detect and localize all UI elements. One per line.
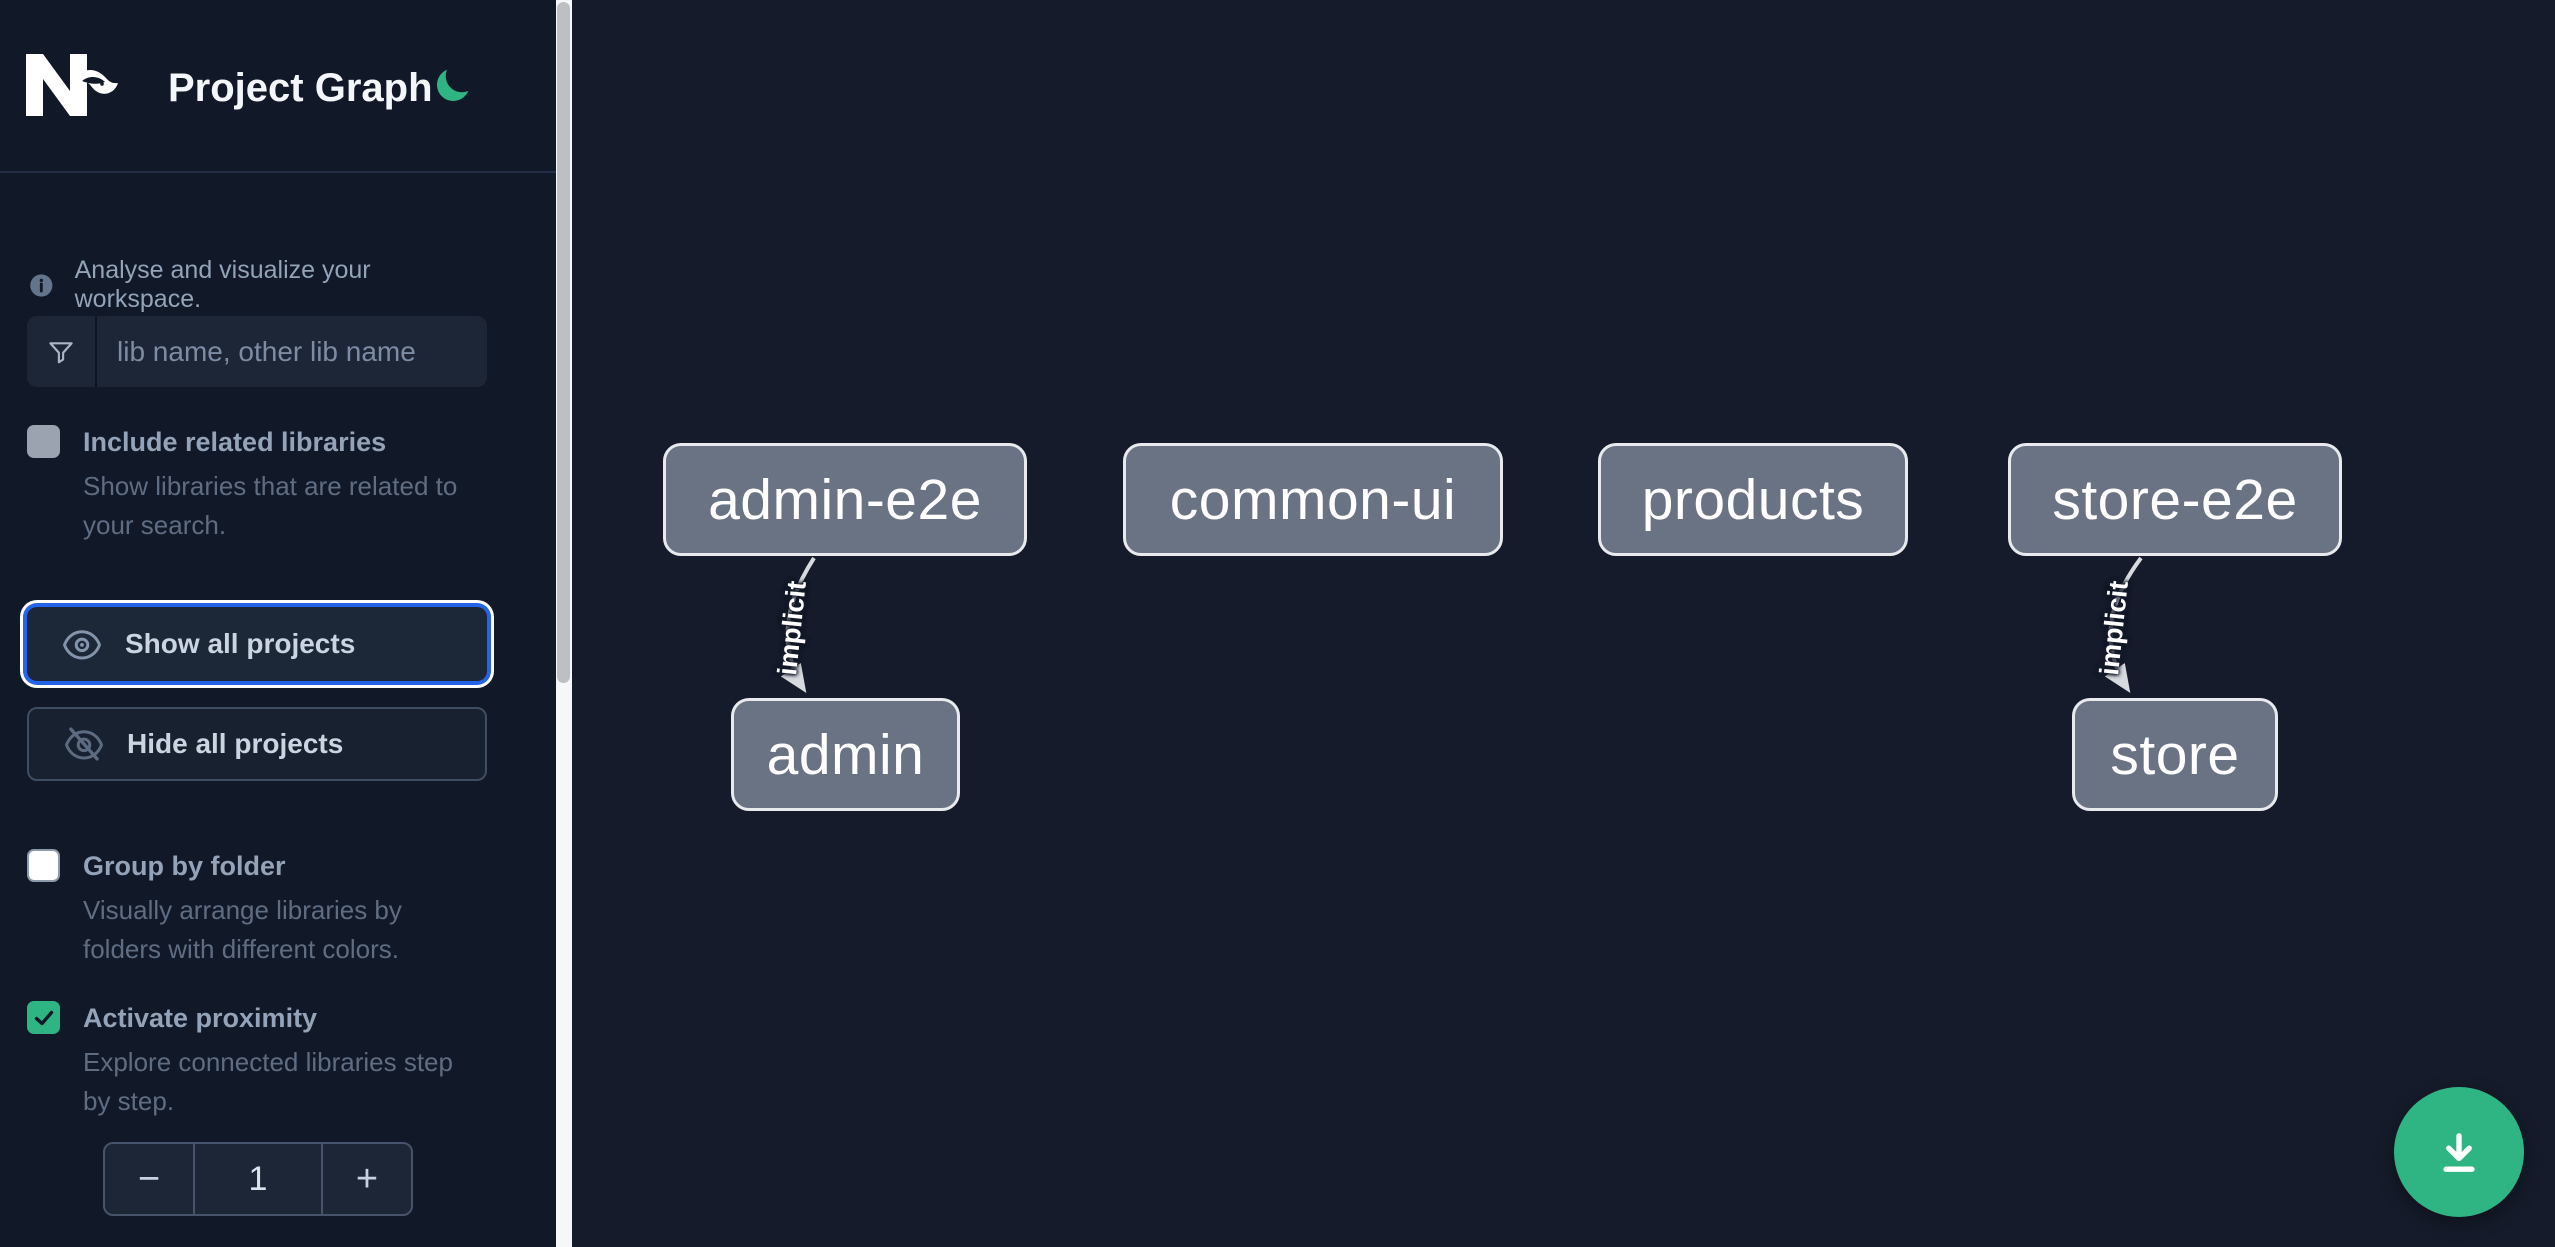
sidebar-header: Project Graph	[0, 0, 556, 173]
increment-button[interactable]: +	[321, 1144, 411, 1214]
decrement-button[interactable]: −	[105, 1144, 195, 1214]
option-activate-proximity: Activate proximity Explore connected lib…	[27, 1000, 497, 1121]
graph-node-store-e2e[interactable]: store-e2e	[2008, 443, 2342, 556]
filter-icon-cell	[27, 316, 97, 387]
page-title: Project Graph	[168, 66, 433, 110]
graph-node-admin-e2e[interactable]: admin-e2e	[663, 443, 1027, 556]
sidebar: Project Graph Analyse and visualize your…	[0, 0, 556, 1247]
search-box	[27, 316, 487, 387]
show-all-projects-button[interactable]: Show all projects	[27, 607, 487, 681]
graph-node-products[interactable]: products	[1598, 443, 1908, 556]
include-related-checkbox[interactable]	[27, 425, 60, 458]
info-icon	[30, 273, 53, 297]
moon-icon	[437, 69, 469, 101]
nx-logo	[26, 54, 118, 121]
proximity-depth-value: 1	[248, 1159, 268, 1198]
group-by-folder-label: Group by folder	[83, 851, 286, 881]
hide-all-projects-label: Hide all projects	[127, 728, 344, 759]
search-input[interactable]	[97, 316, 487, 387]
include-related-label: Include related libraries	[83, 427, 387, 457]
eye-icon	[61, 623, 103, 665]
theme-toggle-button[interactable]	[432, 66, 472, 106]
download-icon	[2443, 1133, 2475, 1172]
edge-store-e2e-to-store[interactable]	[2104, 556, 2143, 693]
tagline-text: Analyse and visualize your workspace.	[74, 256, 371, 313]
group-by-folder-description: Visually arrange libraries by folders wi…	[83, 895, 402, 964]
graph-node-admin[interactable]: admin	[731, 698, 960, 811]
proximity-depth-stepper: − 1 +	[103, 1142, 413, 1216]
eye-slash-icon	[63, 723, 105, 765]
option-include-related: Include related libraries Show libraries…	[27, 424, 497, 545]
activate-proximity-checkbox[interactable]	[27, 1001, 60, 1034]
activate-proximity-label: Activate proximity	[83, 1003, 318, 1033]
hide-all-projects-button[interactable]: Hide all projects	[27, 707, 487, 781]
group-by-folder-checkbox[interactable]	[27, 849, 60, 882]
graph-node-store[interactable]: store	[2072, 698, 2278, 811]
download-graph-button[interactable]	[2394, 1087, 2524, 1217]
sidebar-scrollbar-thumb[interactable]	[557, 2, 570, 683]
graph-node-common-ui[interactable]: common-ui	[1123, 443, 1503, 556]
activate-proximity-description: Explore connected libraries step by step…	[83, 1047, 453, 1116]
edge-admin-e2e-to-admin[interactable]	[780, 556, 816, 693]
show-all-projects-label: Show all projects	[125, 628, 356, 659]
graph-canvas[interactable]	[572, 0, 2555, 1247]
filter-funnel-icon	[49, 341, 73, 363]
sidebar-scrollbar-track	[556, 0, 572, 1247]
tagline-row: Analyse and visualize your workspace.	[28, 256, 498, 314]
option-group-by-folder: Group by folder Visually arrange librari…	[27, 848, 497, 969]
include-related-description: Show libraries that are related to your …	[83, 471, 458, 540]
checkmark-icon	[34, 1010, 53, 1025]
